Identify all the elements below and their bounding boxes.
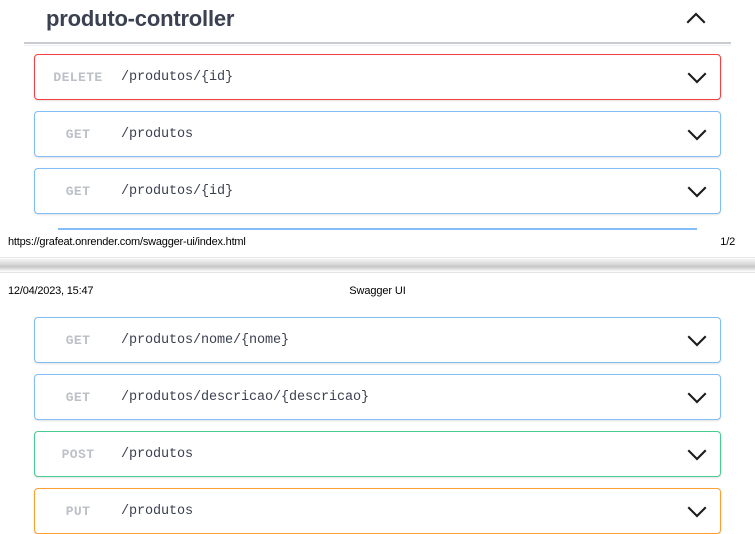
print-header: 12/04/2023, 15:47 Swagger UI (0, 273, 755, 309)
operation-method-badge: GET (65, 183, 91, 199)
page-title: produto-controller (46, 6, 235, 31)
page-break-separator (0, 257, 755, 273)
operation-path: /produtos/descricao/{descricao} (121, 389, 370, 405)
operation-method-badge: GET (65, 126, 91, 142)
operation-method-badge: PUT (65, 503, 91, 519)
operation-row[interactable]: POST /produtos (34, 431, 721, 477)
operation-row[interactable]: GET /produtos/{id} (34, 168, 721, 214)
operation-method-badge: GET (65, 389, 91, 405)
chevron-down-icon[interactable] (674, 127, 720, 142)
operation-method-badge: DELETE (53, 69, 103, 85)
chevron-down-icon[interactable] (674, 390, 720, 405)
section-divider-soft (24, 45, 731, 46)
footer-url: https://grafeat.onrender.com/swagger-ui/… (8, 236, 246, 248)
chevron-down-icon[interactable] (674, 184, 720, 199)
chevron-down-icon[interactable] (674, 447, 720, 462)
operation-method-badge: GET (65, 332, 91, 348)
operation-row[interactable]: PUT /produtos (34, 488, 721, 534)
document-title: Swagger UI (349, 285, 406, 297)
chevron-down-icon[interactable] (674, 333, 720, 348)
section-collapse-button[interactable] (679, 2, 713, 36)
chevron-down-icon[interactable] (674, 504, 720, 519)
print-date: 12/04/2023, 15:47 (8, 285, 94, 297)
section-divider (24, 42, 731, 44)
operations-list-page-1: DELETE /produtos/{id} GET /produtos GET … (0, 46, 755, 230)
chevron-down-icon[interactable] (674, 70, 720, 85)
operation-path: /produtos (121, 503, 194, 519)
operation-path: /produtos/{id} (121, 69, 234, 85)
operation-path: /produtos/{id} (121, 183, 234, 199)
print-page-1: produto-controller DELETE /produtos/{id}… (0, 0, 755, 249)
operation-row[interactable]: GET /produtos/nome/{nome} (34, 317, 721, 363)
operation-path: /produtos (121, 446, 194, 462)
print-footer: https://grafeat.onrender.com/swagger-ui/… (0, 230, 755, 248)
operation-method-badge: POST (61, 446, 95, 462)
operation-path: /produtos (121, 126, 194, 142)
operations-list-page-2: GET /produtos/nome/{nome} GET /produtos/… (0, 309, 755, 534)
operation-row-clipped (58, 225, 697, 230)
page-indicator: 1/2 (720, 236, 735, 248)
print-page-2: 12/04/2023, 15:47 Swagger UI GET /produt… (0, 273, 755, 534)
operation-row[interactable]: DELETE /produtos/{id} (34, 54, 721, 100)
section-header-produto-controller[interactable]: produto-controller (0, 0, 755, 38)
operation-path: /produtos/nome/{nome} (121, 332, 290, 348)
operation-row[interactable]: GET /produtos/descricao/{descricao} (34, 374, 721, 420)
operation-row[interactable]: GET /produtos (34, 111, 721, 157)
chevron-up-icon (685, 11, 707, 28)
